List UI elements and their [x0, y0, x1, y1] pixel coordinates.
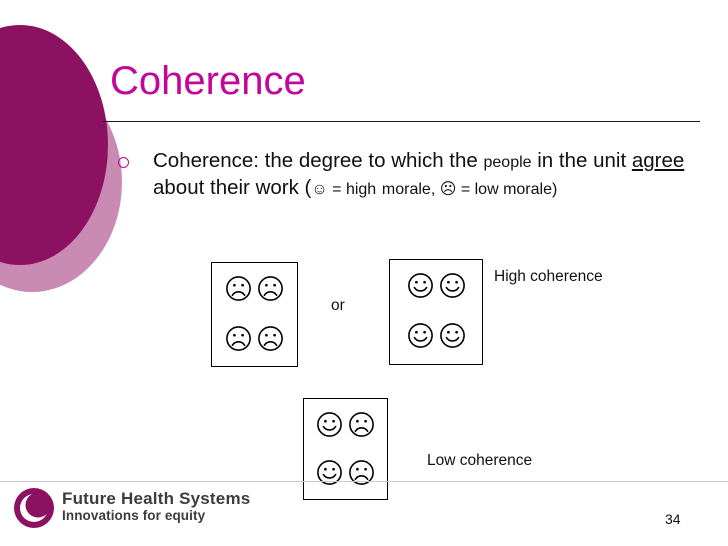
happy-face-icon [439, 273, 465, 298]
sad-face-glyph-icon: ☹ [439, 181, 457, 199]
crescent-circle-logo [14, 488, 54, 528]
sad-face-icon [258, 326, 283, 351]
face-row [304, 459, 387, 486]
happy-face-icon [317, 412, 342, 437]
high-coherence-label: High coherence [494, 268, 603, 285]
face-row [212, 325, 297, 352]
bullet-text-segment-3: in the unit [537, 149, 632, 172]
bullet-text-segment-4: about their work ( [153, 176, 312, 200]
bullet-text-underlined: agree [631, 149, 685, 172]
organization-tagline: Innovations for equity [62, 508, 206, 524]
or-label: or [331, 297, 345, 314]
happy-face-icon [407, 323, 433, 348]
footer-divider [0, 481, 728, 482]
deco-ellipse-dark [0, 25, 108, 265]
sad-face-icon [349, 460, 374, 485]
sad-face-icon [226, 326, 251, 351]
sad-face-icon [349, 412, 374, 437]
happy-face-icon [439, 323, 465, 348]
mixed-unit-box [303, 398, 388, 500]
title-divider [103, 121, 700, 122]
bullet-text-segment-6: morale, [381, 181, 440, 199]
bullet-text: Coherence: the degree to which the peopl… [153, 147, 698, 202]
bullet-text-segment-1: Coherence: the degree to which the [153, 149, 484, 172]
happy-face-glyph-icon: ☺ [311, 181, 328, 199]
bullet-block: Coherence: the degree to which the peopl… [118, 147, 698, 202]
happy-face-icon [317, 460, 342, 485]
all-sad-unit-box [211, 262, 298, 367]
face-row [212, 275, 297, 302]
footer-text-block: Future Health Systems Innovations for eq… [62, 489, 250, 524]
bullet-text-segment-2: people [483, 154, 532, 171]
bullet-text-segment-5: = high [327, 181, 377, 199]
page-number: 34 [665, 511, 681, 527]
sad-face-icon [226, 276, 251, 301]
bullet-text-segment-7: = low morale) [456, 181, 558, 199]
face-row [304, 411, 387, 438]
low-coherence-label: Low coherence [427, 452, 533, 469]
organization-name: Future Health Systems [62, 489, 251, 508]
bullet-circle-icon [118, 157, 129, 168]
page-title: Coherence [110, 59, 306, 103]
sad-face-icon [258, 276, 283, 301]
deco-ellipse-light [0, 72, 122, 292]
happy-face-icon [407, 273, 433, 298]
face-row [390, 322, 482, 349]
all-happy-unit-box [389, 259, 483, 365]
face-row [390, 272, 482, 299]
